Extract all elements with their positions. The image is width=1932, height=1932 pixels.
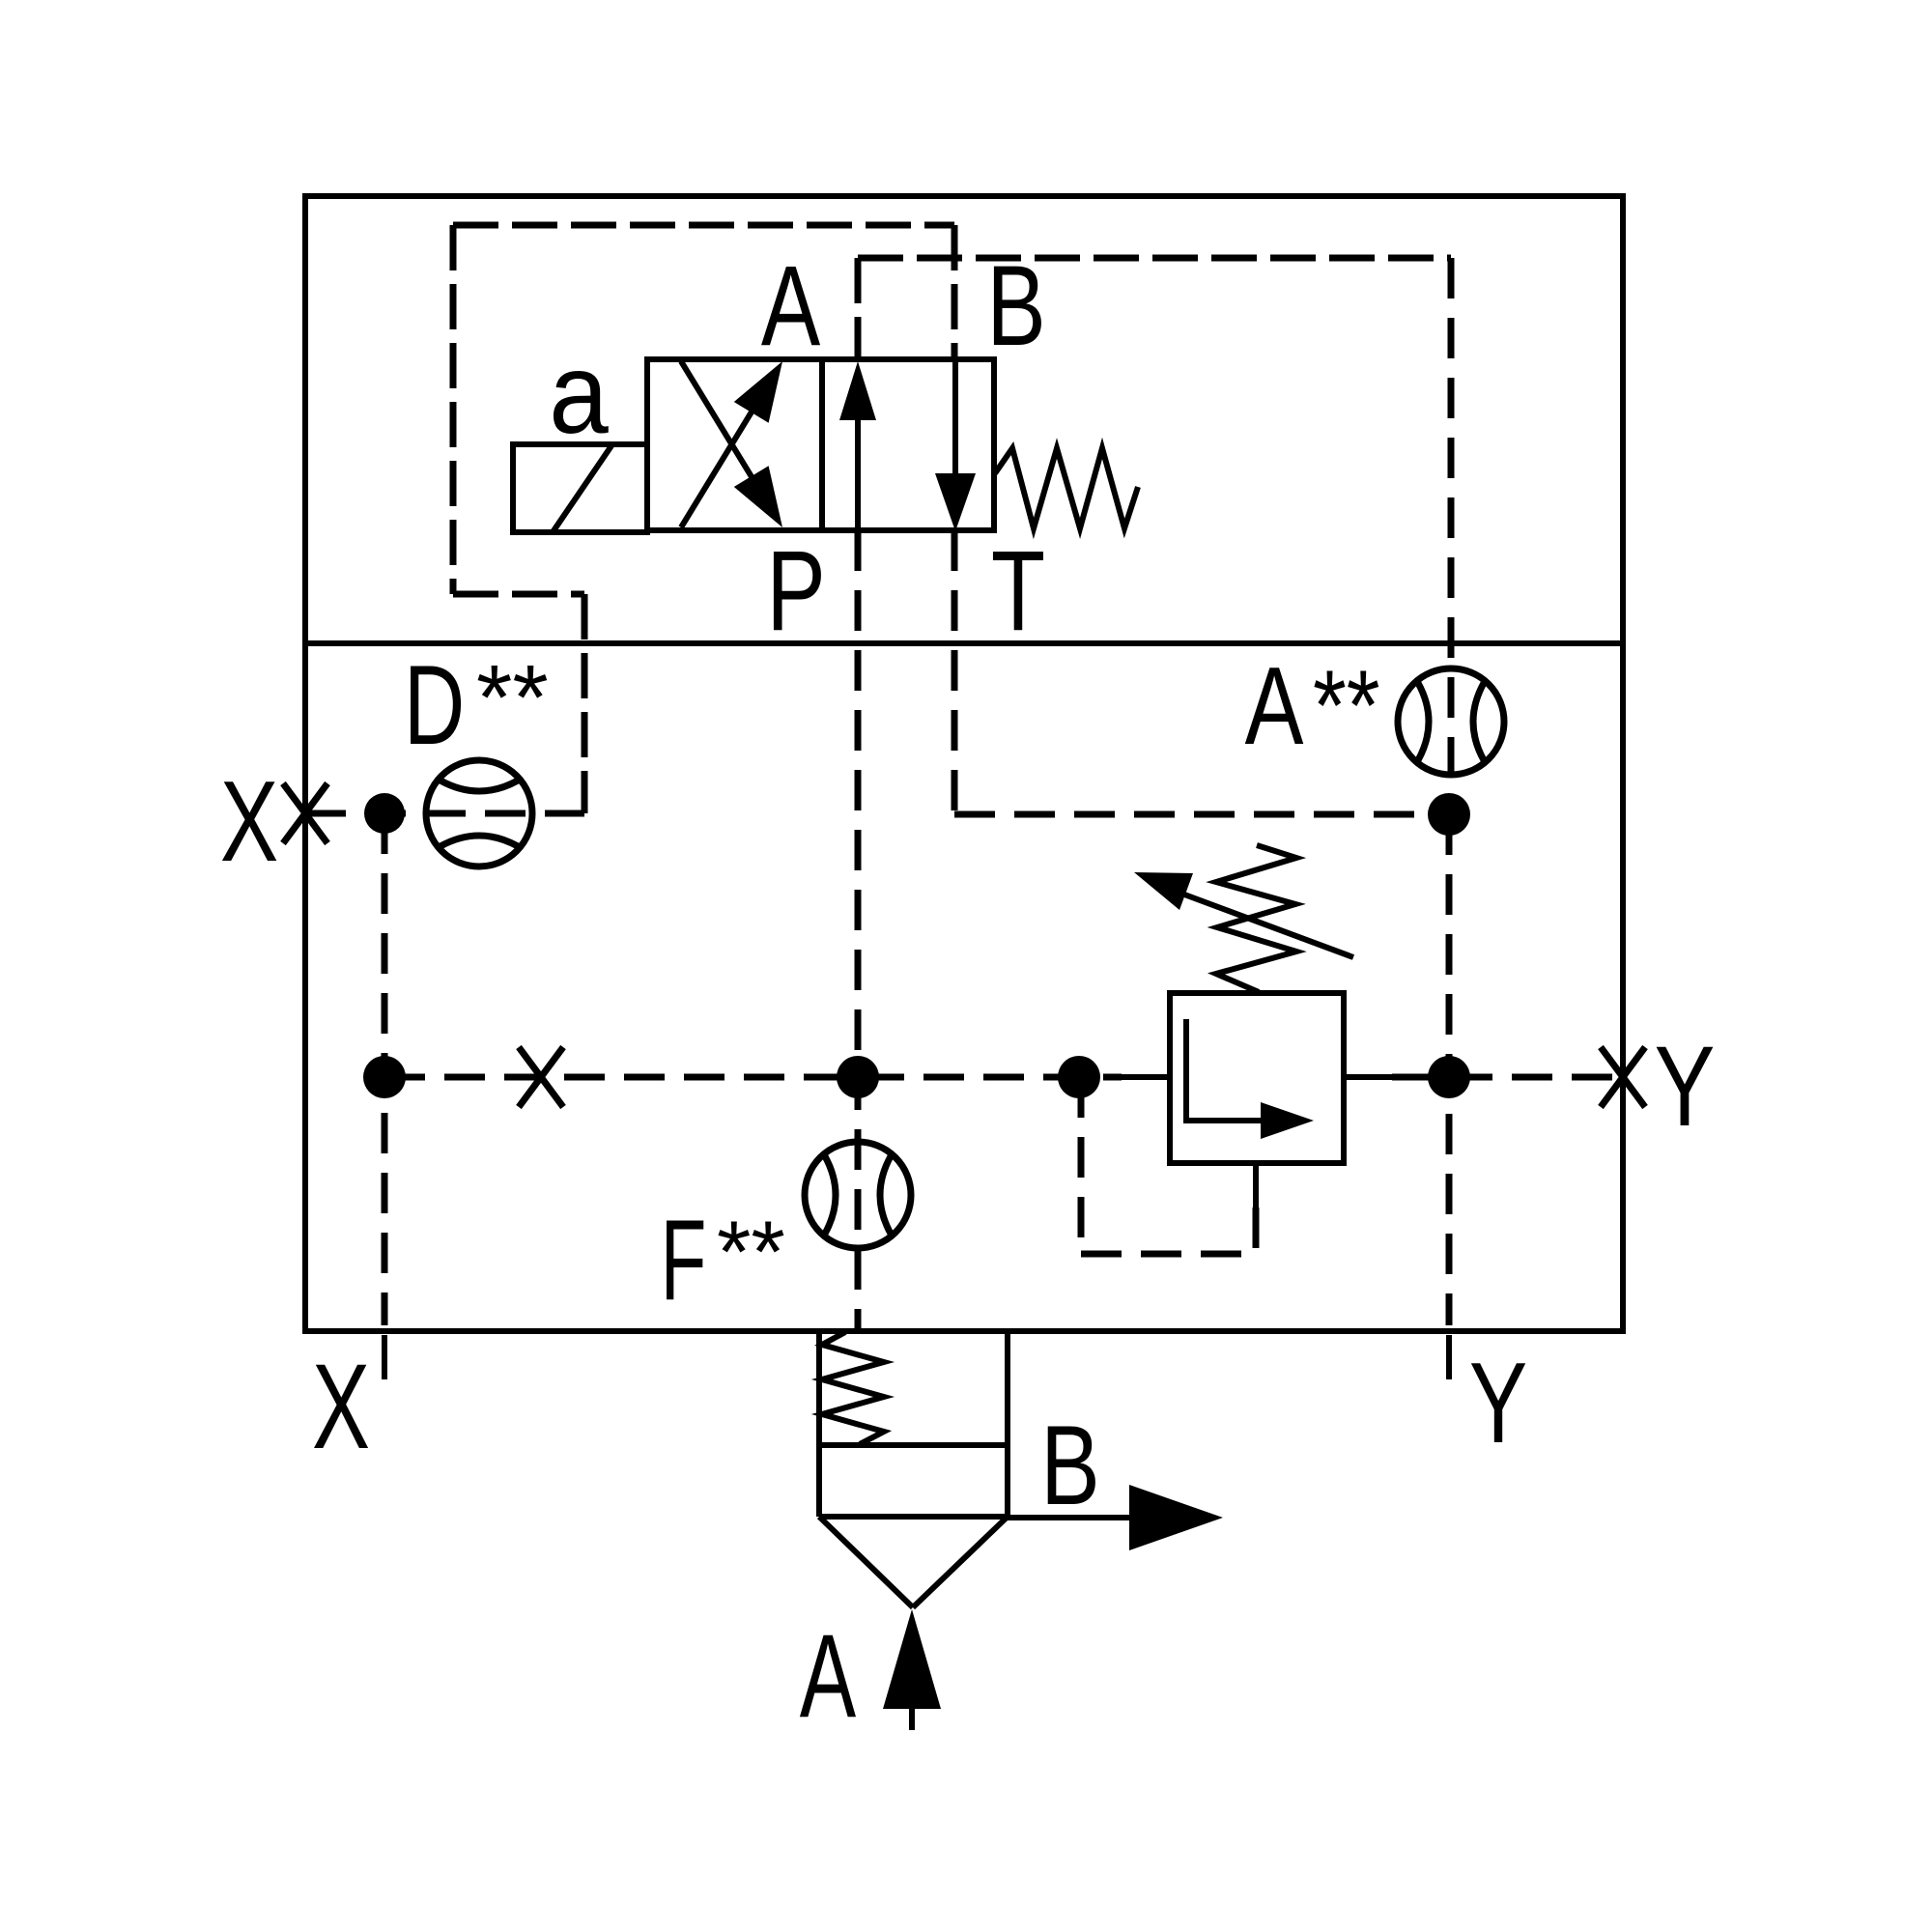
svg-text:F: F	[661, 1197, 707, 1324]
svg-text:X: X	[312, 1340, 370, 1475]
svg-text:B: B	[1040, 1404, 1100, 1529]
svg-text:B: B	[986, 242, 1045, 370]
svg-text:Y: Y	[1655, 1022, 1716, 1151]
svg-text:A: A	[800, 1608, 856, 1742]
svg-text:T: T	[991, 527, 1045, 655]
svg-text:**: **	[717, 1204, 785, 1301]
svg-text:X: X	[220, 757, 278, 886]
svg-text:D: D	[404, 641, 465, 768]
svg-text:A: A	[1245, 644, 1304, 767]
svg-text:**: **	[1313, 649, 1380, 762]
svg-text:A: A	[761, 242, 821, 370]
svg-text:**: **	[476, 646, 549, 750]
svg-text:P: P	[766, 527, 825, 655]
svg-text:Y: Y	[1469, 1339, 1527, 1467]
svg-text:a: a	[549, 329, 609, 458]
